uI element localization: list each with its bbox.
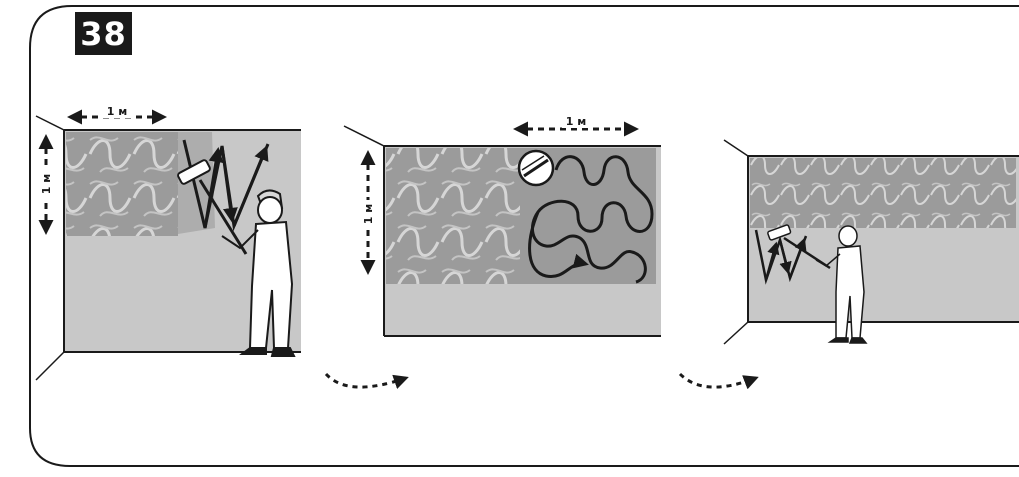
pattern-area-3 xyxy=(750,158,1016,228)
height-label-1: 1 м xyxy=(40,174,53,194)
height-label-2: 1 м xyxy=(362,204,375,224)
step-number-badge: 38 xyxy=(75,12,132,55)
panel-2: 1 м 1 м xyxy=(344,114,661,336)
width-label-1: 1 м xyxy=(107,105,127,118)
next-step-arrow-2 xyxy=(680,374,756,387)
smoothing-tool-icon xyxy=(519,151,553,185)
panel-3 xyxy=(724,140,1019,344)
next-step-arrow-1 xyxy=(326,374,406,387)
pattern-area-2 xyxy=(386,148,520,284)
width-label-2: 1 м xyxy=(566,115,586,128)
panel-1: 1 м 1 м xyxy=(36,104,301,380)
pattern-area-1 xyxy=(66,132,178,236)
